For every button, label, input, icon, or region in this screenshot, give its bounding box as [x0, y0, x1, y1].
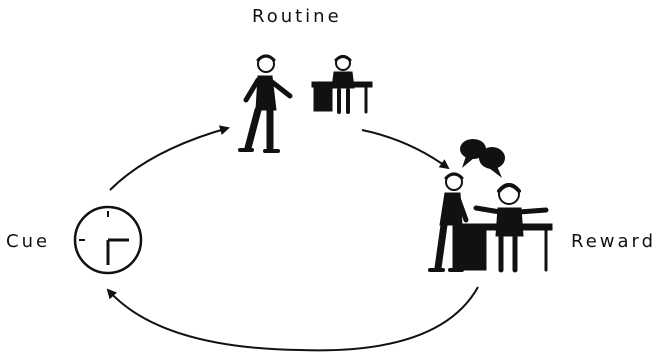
arrow-routine-to-reward — [361, 129, 450, 170]
reward-label: Reward — [571, 231, 657, 252]
arrow-cue-to-routine — [109, 125, 230, 191]
clock-icon — [73, 205, 143, 275]
arrow-reward-to-cue — [106, 286, 479, 352]
cue-label: Cue — [6, 231, 51, 252]
cheering-man-icon — [457, 183, 553, 273]
standing-coworker-icon — [428, 172, 469, 272]
speech-bubbles-icon — [460, 139, 505, 178]
walking-man-icon — [238, 54, 293, 153]
seated-man-icon — [311, 55, 373, 114]
routine-label: Routine — [252, 6, 342, 27]
